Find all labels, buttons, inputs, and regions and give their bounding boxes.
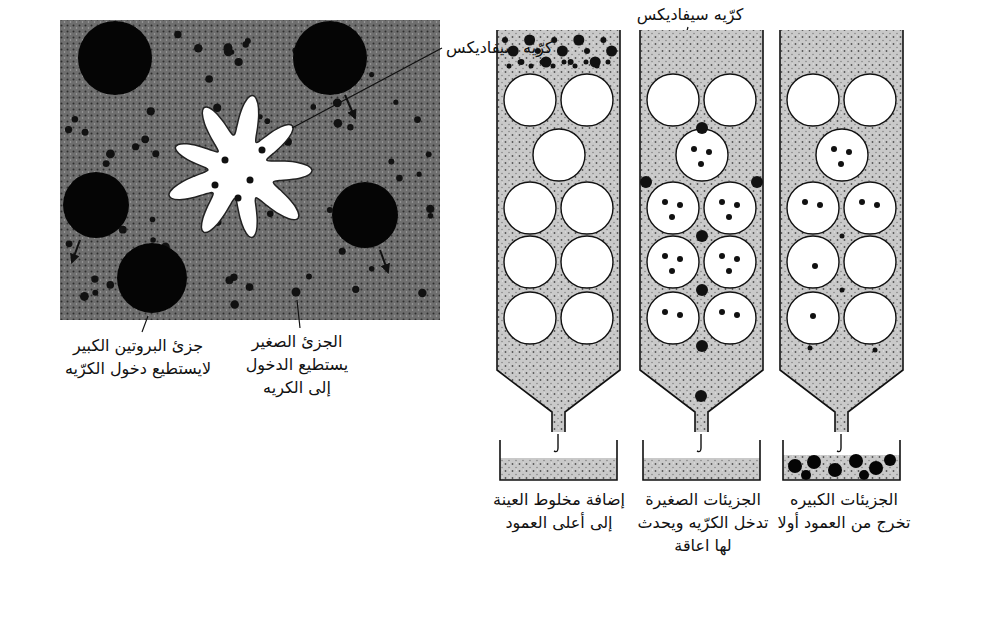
callout-label: الجزئ الصغير يستطيع الدخول إلى الكريه	[236, 330, 358, 400]
step-caption: الجزيئات الصغيرة تدخل الكرّيه ويحدث لها …	[634, 488, 772, 558]
step-caption: الجزيئات الكبيره تخرج من العمود أولا	[774, 488, 914, 534]
column-sample-added	[497, 30, 620, 480]
column-small-retarded	[640, 30, 763, 480]
callout-label: جزئ البروتين الكبير لايستطيع دخول الكرّي…	[50, 334, 226, 380]
column-large-eluted	[780, 30, 903, 480]
callout-label: كرّيه سيفاديكس	[446, 36, 568, 59]
step-caption: إضافة مخلوط العينة إلى أعلى العمود	[490, 488, 628, 534]
magnified-bead-inset	[60, 20, 440, 320]
callout-label: كرّيه سيفاديكس	[612, 3, 768, 26]
